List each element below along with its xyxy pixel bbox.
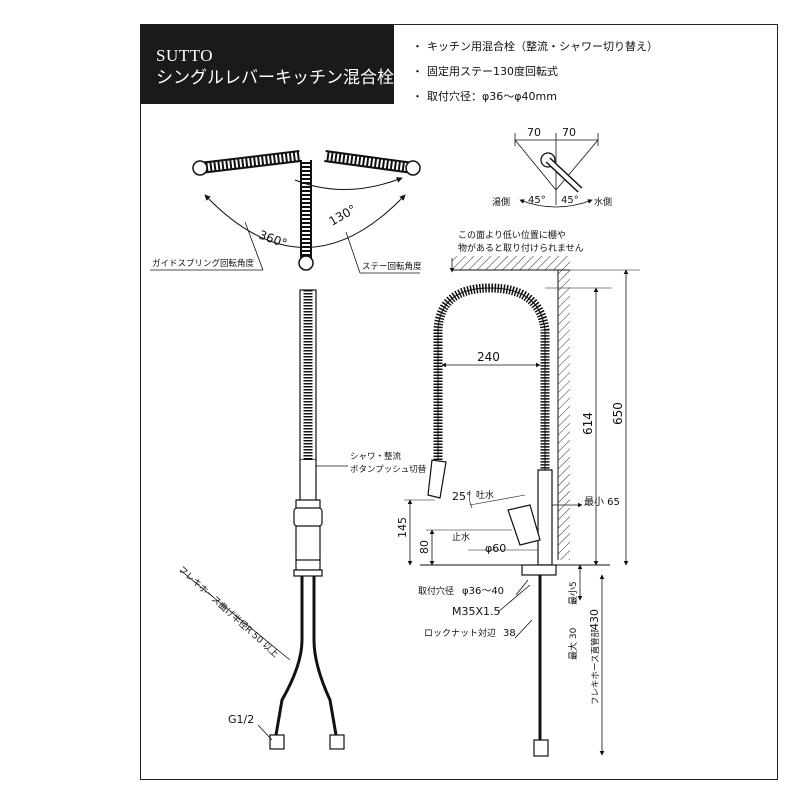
spout-label: 吐水 [476, 489, 494, 501]
spec-list: キッチン用混合栓（整流・シャワー切り替え） 固定用ステー130度回転式 取付穴径… [412, 34, 658, 109]
spec-item: 固定用ステー130度回転式 [412, 59, 658, 84]
angle-130-label: 130° [327, 202, 359, 229]
shower-toggle-label-2: ボタンプッシュ切替 [350, 464, 427, 475]
top-view [150, 150, 421, 274]
guide-spring-angle-label: ガイドスプリング回転角度 [152, 258, 255, 269]
dim-80: 80 [418, 540, 431, 554]
dim-phi-60: φ60 [485, 542, 506, 555]
locknut-label: ロックナット対辺 [424, 627, 496, 639]
product-series: SUTTO [156, 46, 213, 65]
lever-view [514, 133, 599, 208]
dim-min-65: 最小 65 [584, 496, 620, 508]
front-view [179, 289, 348, 750]
lever-dim-left: 70 [527, 126, 541, 139]
title-box: SUTTO シングルレバーキッチン混合栓 [140, 24, 394, 104]
lever-dim-right: 70 [562, 126, 576, 139]
mounting-hole-label: 取付穴径 [418, 585, 454, 597]
locknut-dim: 38 [503, 628, 516, 639]
mounting-hole-dim: φ36〜40 [462, 586, 504, 597]
thread-dim: M35X1.5 [452, 605, 501, 618]
spec-item: キッチン用混合栓（整流・シャワー切り替え） [412, 34, 658, 59]
drawing-frame [140, 24, 778, 780]
hot-side-label: 湯側 [492, 196, 510, 208]
shelf-note-line1: この面より低い位置に棚や [458, 229, 566, 241]
dim-614: 614 [581, 412, 595, 435]
spec-item: 取付穴径：φ36〜φ40mm [412, 84, 658, 109]
g12-label: G1/2 [228, 713, 254, 726]
lever-angle-left: 45° [528, 195, 546, 206]
dim-max-30: 最大 30 [567, 627, 579, 660]
dim-240: 240 [477, 350, 500, 364]
guide-spring-right [324, 150, 414, 174]
shelf-note-line2: 物があると取り付けられません [458, 242, 584, 254]
guide-spring-left [199, 150, 301, 174]
dim-650: 650 [611, 402, 625, 425]
stay-angle-label: ステー回転角度 [362, 261, 422, 272]
hose-straight-label: フレキホース直管部 [590, 628, 601, 705]
angle-360-label: 360° [257, 228, 289, 251]
cold-side-label: 水側 [594, 196, 612, 208]
dim-25-deg: 25° [452, 490, 472, 503]
lever-angle-right: 45° [561, 195, 579, 206]
dim-145: 145 [396, 517, 409, 538]
product-name: シングルレバーキッチン混合栓 [156, 68, 394, 88]
stop-label: 止水 [452, 531, 470, 543]
hose-bend-label: フレキホース曲げ半径R 50 以上 [176, 563, 281, 660]
shower-toggle-label-1: シャワ・整流 [350, 451, 402, 462]
dim-min-5: 最小5 [568, 581, 579, 605]
side-view [404, 256, 640, 757]
dim-430: 430 [588, 609, 601, 630]
